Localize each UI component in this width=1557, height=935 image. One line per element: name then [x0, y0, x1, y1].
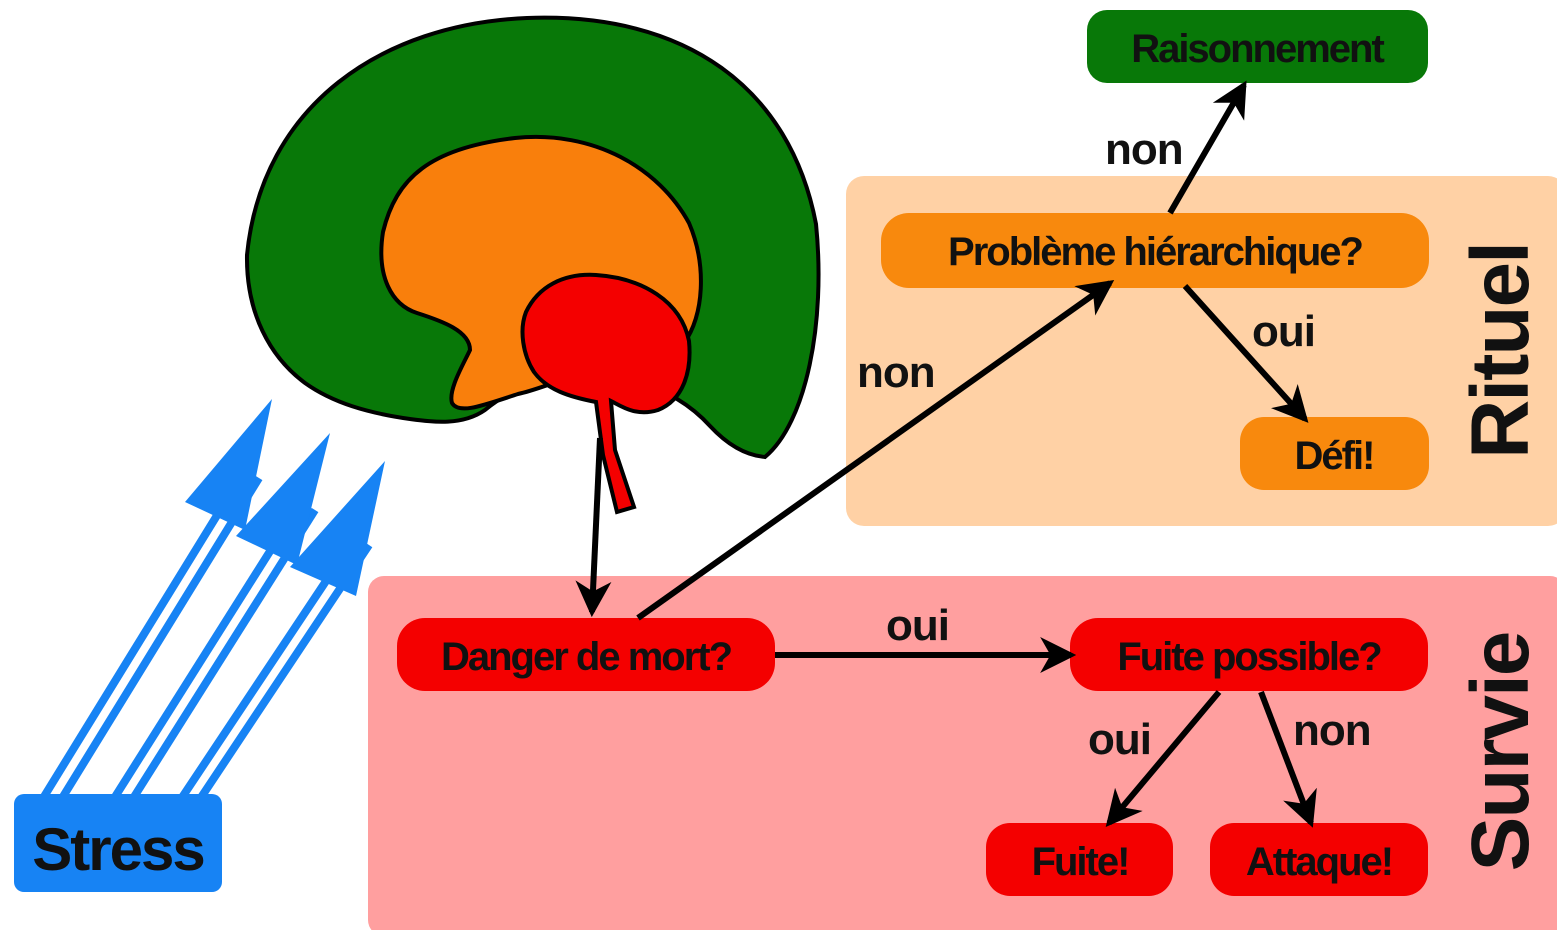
danger-to-escape-question-label: oui — [886, 601, 949, 650]
reasoning-label: Raisonnement — [1131, 27, 1384, 71]
hierarchy-to-challenge-label: oui — [1252, 307, 1315, 356]
challenge-label: Défi! — [1295, 434, 1374, 478]
ritual-zone-label: Rituel — [1455, 243, 1546, 459]
hierarchy-question-label: Problème hiérarchique? — [948, 230, 1362, 274]
stress-label: Stress — [32, 816, 203, 883]
death-danger-label: Danger de mort? — [441, 635, 732, 679]
escape-question-to-escape-label: oui — [1088, 715, 1151, 764]
escape-question-to-attack-label: non — [1293, 706, 1371, 755]
survival-zone-label: Survie — [1455, 633, 1546, 872]
danger-to-hierarchy-label: non — [857, 348, 935, 397]
attack-label: Attaque! — [1246, 840, 1392, 884]
escape-label: Fuite! — [1032, 840, 1129, 884]
hierarchy-to-reasoning-label: non — [1105, 125, 1183, 174]
brain-illustration — [247, 18, 819, 512]
blue-arrows-icon — [37, 399, 385, 808]
escape-question-label: Fuite possible? — [1117, 635, 1381, 679]
